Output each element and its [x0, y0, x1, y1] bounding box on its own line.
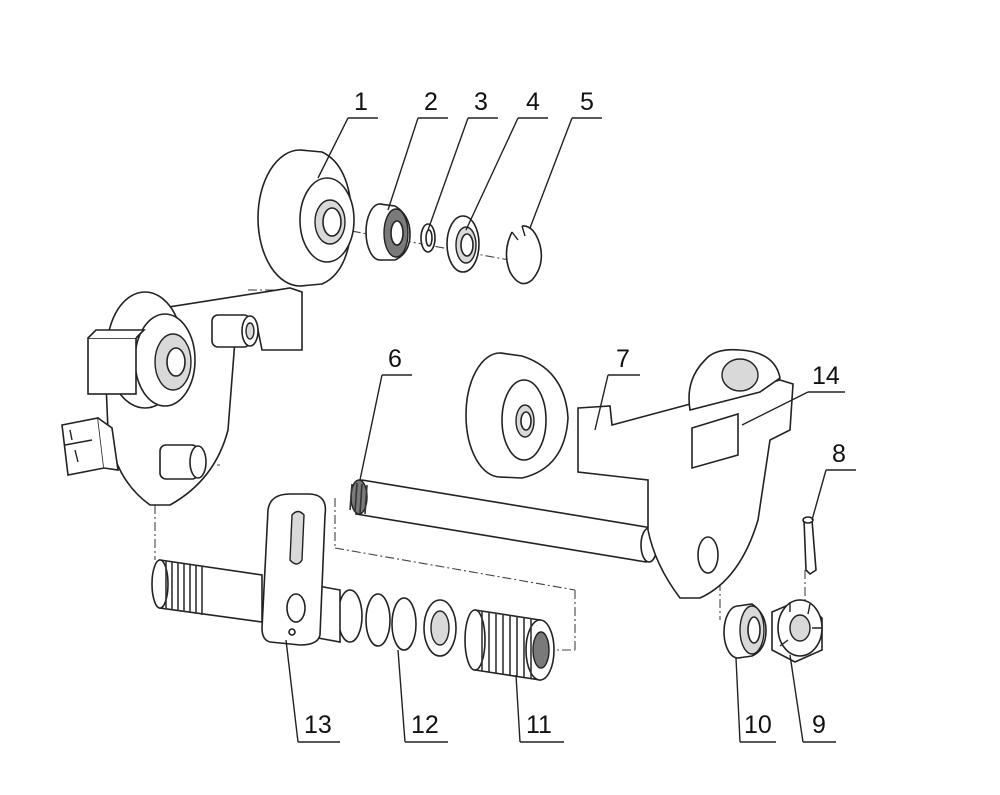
part-8-cotter-pin: [802, 516, 817, 576]
part-6-cross-shaft: [349, 479, 658, 563]
part-10-bushing: [723, 603, 767, 659]
callout-10: 10: [744, 711, 772, 739]
part-14-nameplate: [691, 412, 739, 470]
callout-7: 7: [616, 345, 630, 373]
callout-5: 5: [580, 88, 594, 116]
callout-labels: 1 2 3 4 5 6 7 14 8 13 12 11 10 9: [304, 88, 846, 739]
part-3-retaining-ring: [420, 223, 436, 253]
callout-12: 12: [411, 711, 439, 739]
part-2-ball-bearing: [365, 203, 411, 261]
part-11-threaded-sleeve: [464, 609, 555, 681]
callout-11: 11: [526, 711, 552, 739]
part-5-circlip: [505, 225, 543, 285]
part-9-castle-nut: [771, 599, 823, 663]
callout-3: 3: [474, 88, 488, 116]
left-side-plate-assembly: [61, 287, 303, 506]
part-1-trolley-wheel: [257, 149, 355, 287]
callout-6: 6: [388, 345, 402, 373]
callout-8: 8: [832, 440, 846, 468]
part-4-washer: [446, 215, 480, 273]
callout-1: 1: [354, 88, 368, 116]
part-12-spacer-rings: [305, 585, 457, 657]
callout-9: 9: [812, 711, 826, 739]
part-13-suspension-plate: [151, 493, 327, 646]
part-7-right-side-plate: [465, 348, 794, 599]
callout-4: 4: [526, 88, 540, 116]
callout-leaders: [285, 117, 856, 743]
callout-2: 2: [424, 88, 438, 116]
callout-13: 13: [304, 711, 332, 739]
callout-14: 14: [812, 362, 840, 390]
